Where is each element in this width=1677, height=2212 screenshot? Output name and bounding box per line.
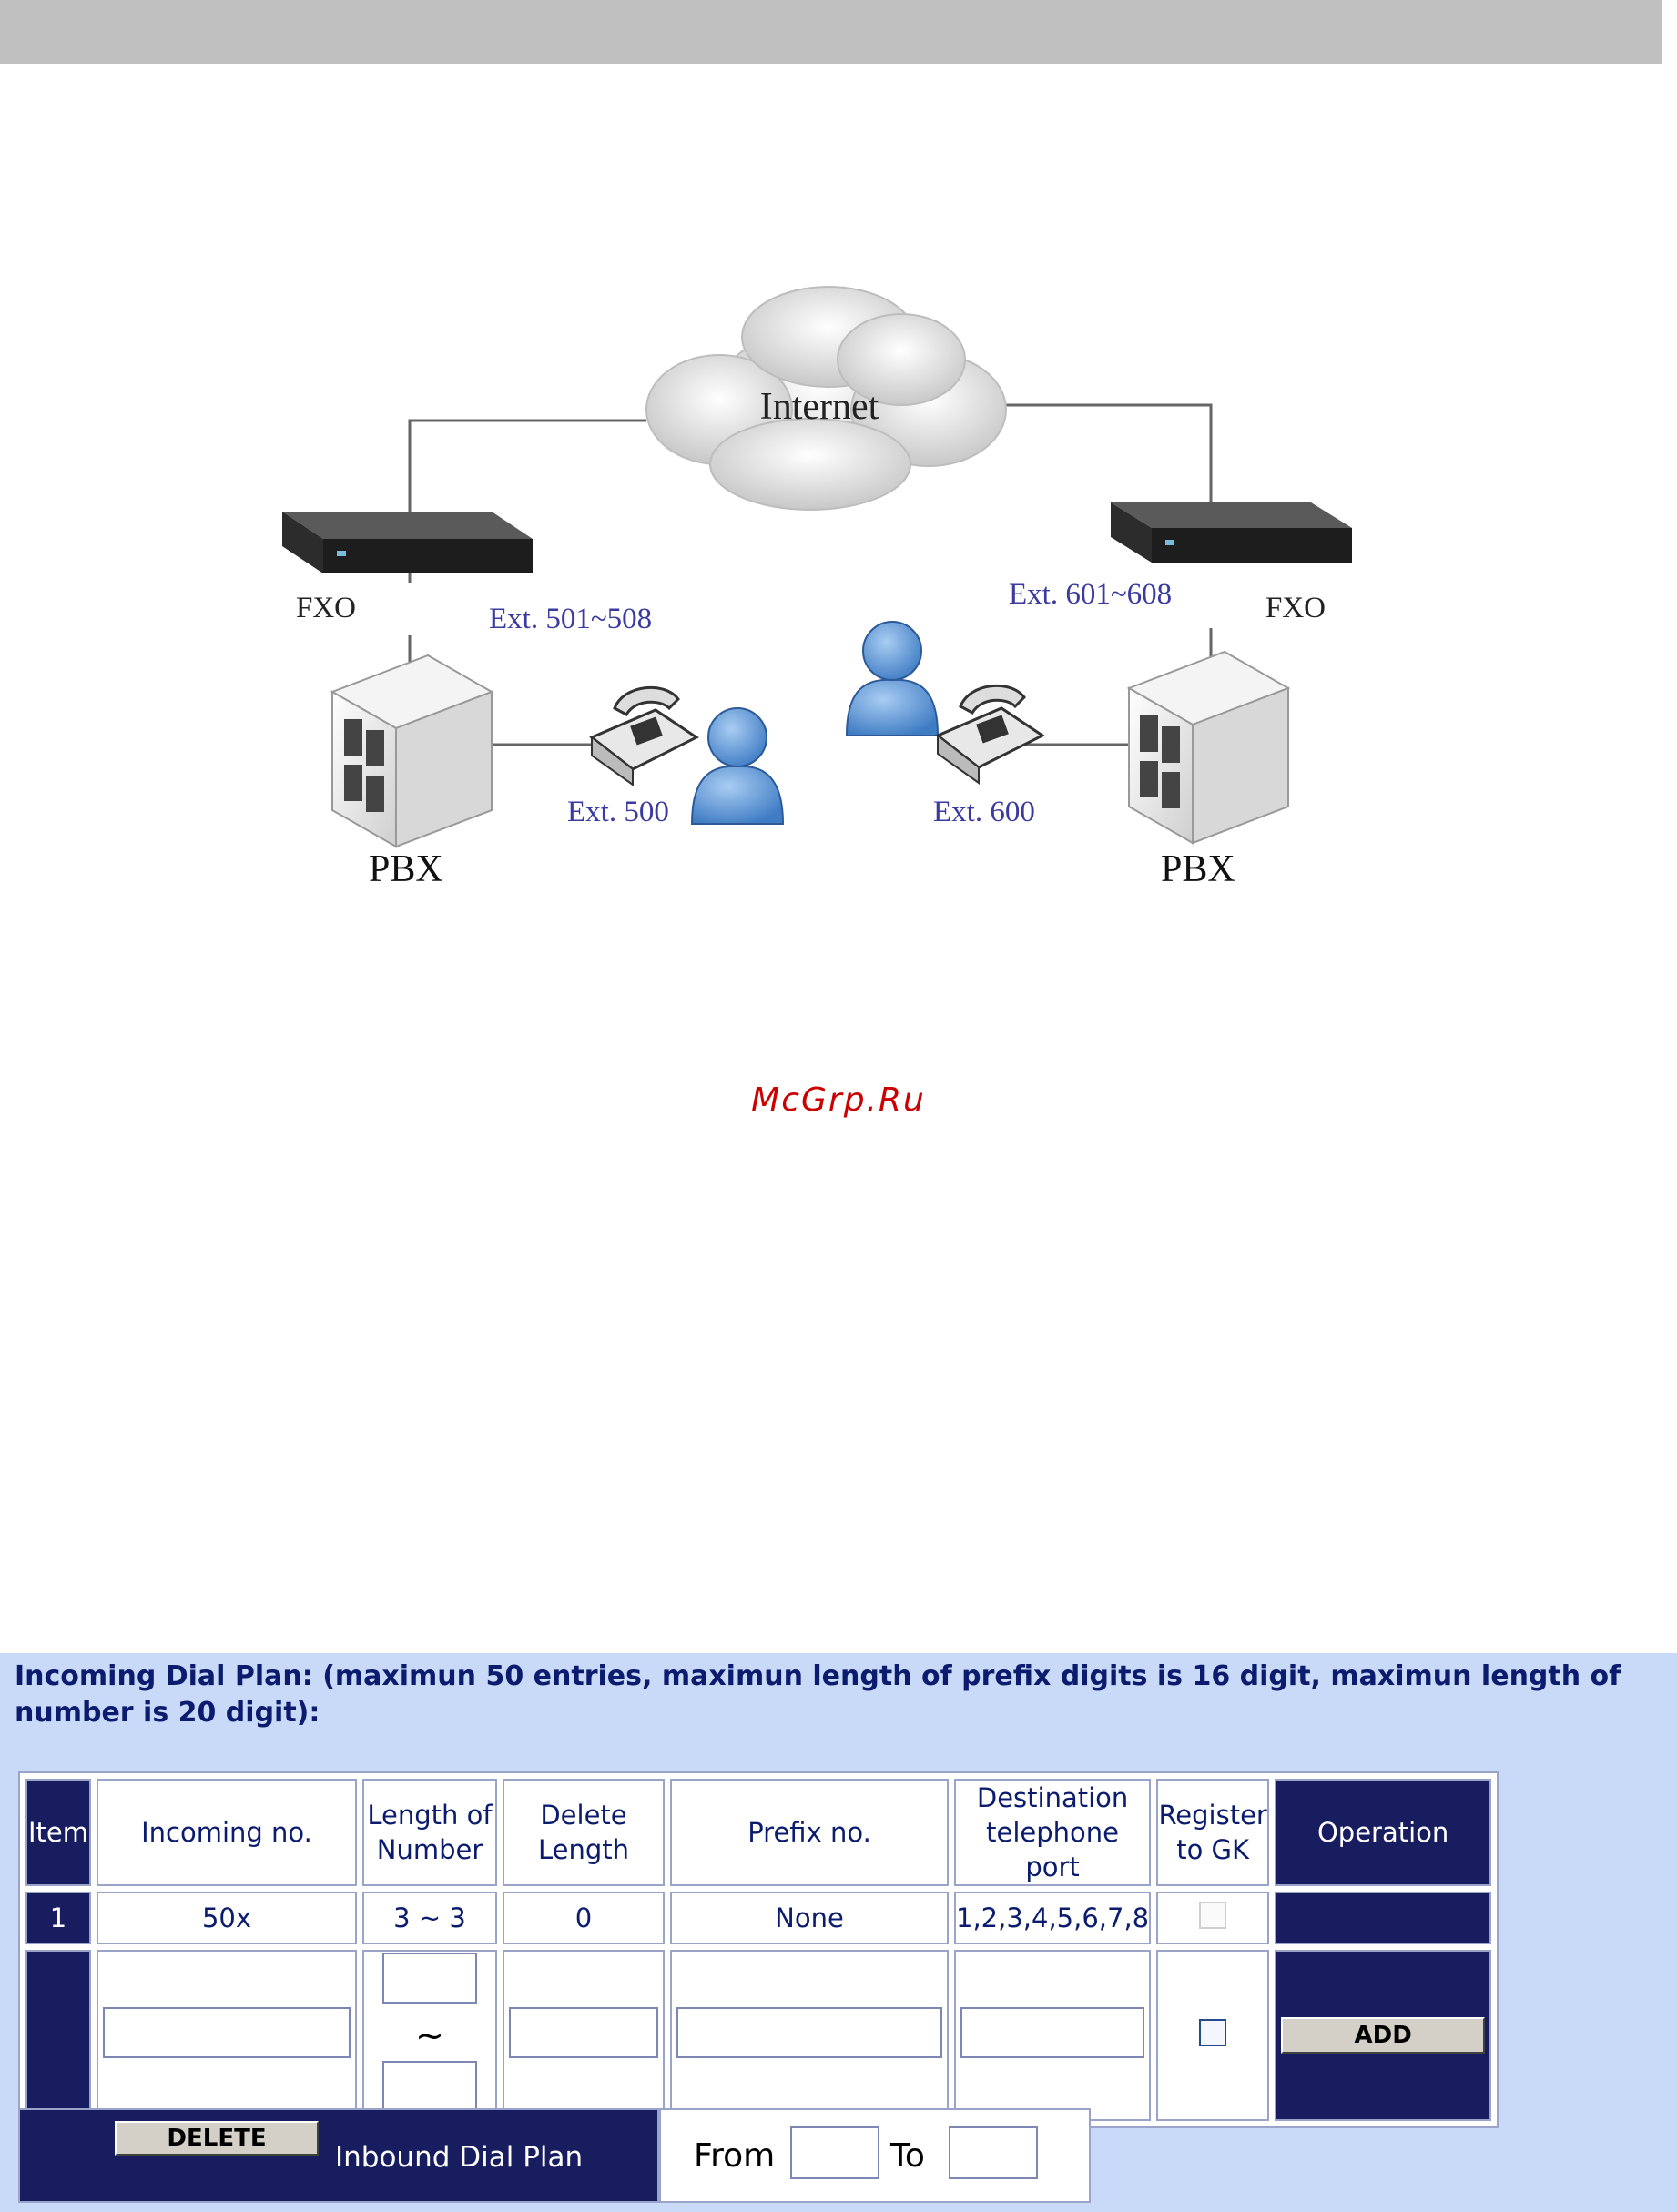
row-item: 1 [25, 1892, 91, 1944]
new-delete-length-cell [503, 1950, 665, 2121]
prefix-no-input[interactable] [676, 2006, 942, 2058]
register-gk-checkbox-disabled [1199, 1901, 1227, 1929]
from-input[interactable] [790, 2126, 879, 2179]
header-incoming-no: Incoming no. [97, 1779, 357, 1886]
range-selector: From To [659, 2108, 1091, 2203]
right-fxo-label: FXO [1265, 592, 1326, 624]
internet-label: Internet [760, 386, 879, 428]
watermark-text: McGrp.Ru [751, 1081, 926, 1119]
right-telephone-icon [935, 684, 1045, 785]
network-diagram-svg: Internet FXO Ext. 501~508 FXO Ext. 601~6… [282, 286, 1352, 890]
header-item: Item [25, 1779, 91, 1886]
add-button[interactable]: ADD [1281, 2017, 1486, 2054]
right-person-icon [845, 621, 940, 736]
new-length-cell: ~ [362, 1950, 497, 2121]
new-entry-row: ~ ADD [25, 1950, 1492, 2121]
new-entry-item [25, 1950, 91, 2121]
incoming-no-input[interactable] [103, 2006, 351, 2058]
left-pbx-label: PBX [369, 848, 443, 890]
row-destination-port: 1,2,3,4,5,6,7,8 [954, 1892, 1152, 1944]
internet-cloud-icon [645, 286, 1007, 511]
new-operation-cell: ADD [1275, 1950, 1492, 2121]
right-ext-label: Ext. 600 [933, 796, 1035, 828]
table-header-row: Item Incoming no. Length of Number Delet… [25, 1779, 1492, 1886]
row-length: 3 ~ 3 [362, 1892, 497, 1944]
new-destination-port-cell [954, 1950, 1152, 2121]
left-ext-label: Ext. 500 [567, 796, 669, 828]
delete-inbound-bar: DELETE Inbound Dial Plan [18, 2108, 659, 2203]
table-row: 1 50x 3 ~ 3 0 None 1,2,3,4,5,6,7,8 [25, 1892, 1492, 1944]
row-register-gk [1156, 1892, 1270, 1944]
dial-plan-table: Item Incoming no. Length of Number Delet… [18, 1771, 1499, 2128]
delete-button[interactable]: DELETE [115, 2121, 319, 2156]
register-gk-checkbox[interactable] [1199, 2018, 1227, 2046]
header-prefix-no: Prefix no. [670, 1779, 949, 1886]
length-min-input[interactable] [382, 1953, 477, 2004]
new-register-gk-cell [1156, 1950, 1270, 2121]
top-header-bar [0, 0, 1662, 64]
destination-port-input[interactable] [960, 2006, 1145, 2058]
network-diagram: Internet FXO Ext. 501~508 FXO Ext. 601~6… [264, 264, 1411, 919]
left-person-icon [690, 707, 785, 825]
delete-length-input[interactable] [509, 2006, 658, 2058]
right-pbx-label: PBX [1161, 848, 1235, 890]
inbound-dial-plan-label: Inbound Dial Plan [335, 2141, 584, 2174]
from-label: From [694, 2137, 776, 2175]
right-fxo-device-icon [1111, 502, 1352, 563]
left-pbx-icon [330, 654, 494, 848]
new-prefix-no-cell [670, 1950, 949, 2121]
row-incoming-no: 50x [97, 1892, 357, 1944]
row-delete-length: 0 [503, 1892, 665, 1944]
left-ext-range-label: Ext. 501~508 [489, 603, 652, 635]
left-fxo-label: FXO [296, 592, 356, 624]
left-fxo-device-icon [282, 512, 533, 573]
new-incoming-no-cell [97, 1950, 357, 2121]
row-operation [1275, 1892, 1492, 1944]
left-telephone-icon [589, 685, 699, 786]
right-ext-range-label: Ext. 601~608 [1009, 578, 1172, 611]
header-destination-port: Destination telephone port [954, 1779, 1152, 1886]
length-tilde: ~ [415, 2015, 444, 2055]
length-max-input[interactable] [382, 2061, 477, 2112]
header-length-of-number: Length of Number [362, 1779, 497, 1886]
row-prefix-no: None [670, 1892, 949, 1944]
right-pbx-icon [1126, 650, 1291, 845]
header-delete-length: Delete Length [503, 1779, 665, 1886]
dial-plan-title: Incoming Dial Plan: (maximun 50 entries,… [15, 1660, 1621, 1729]
to-input[interactable] [949, 2126, 1038, 2179]
to-label: To [890, 2137, 925, 2175]
header-operation: Operation [1275, 1779, 1492, 1886]
header-register-gk: Register to GK [1156, 1779, 1270, 1886]
